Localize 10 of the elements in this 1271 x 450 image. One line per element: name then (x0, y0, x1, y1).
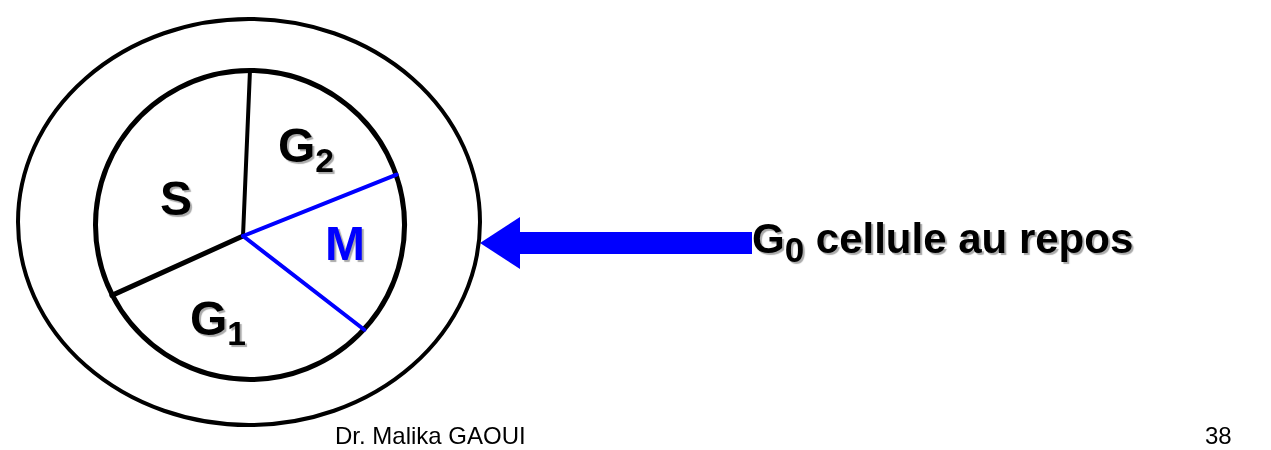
author-name: Dr. Malika GAOUI (335, 424, 526, 448)
phase-label: G$_{2}$ (278, 122, 335, 178)
resting-cell-label: G$_{0}$ cellule au repos (752, 214, 1232, 274)
cycle-circle (94, 69, 406, 381)
page-number: 38 (1205, 424, 1232, 448)
arrow (480, 217, 752, 269)
phase-label: G$_{1}$ (190, 295, 247, 351)
phase-label: M (325, 220, 365, 268)
cell-outline (16, 17, 482, 427)
phase-label: S (160, 175, 192, 223)
